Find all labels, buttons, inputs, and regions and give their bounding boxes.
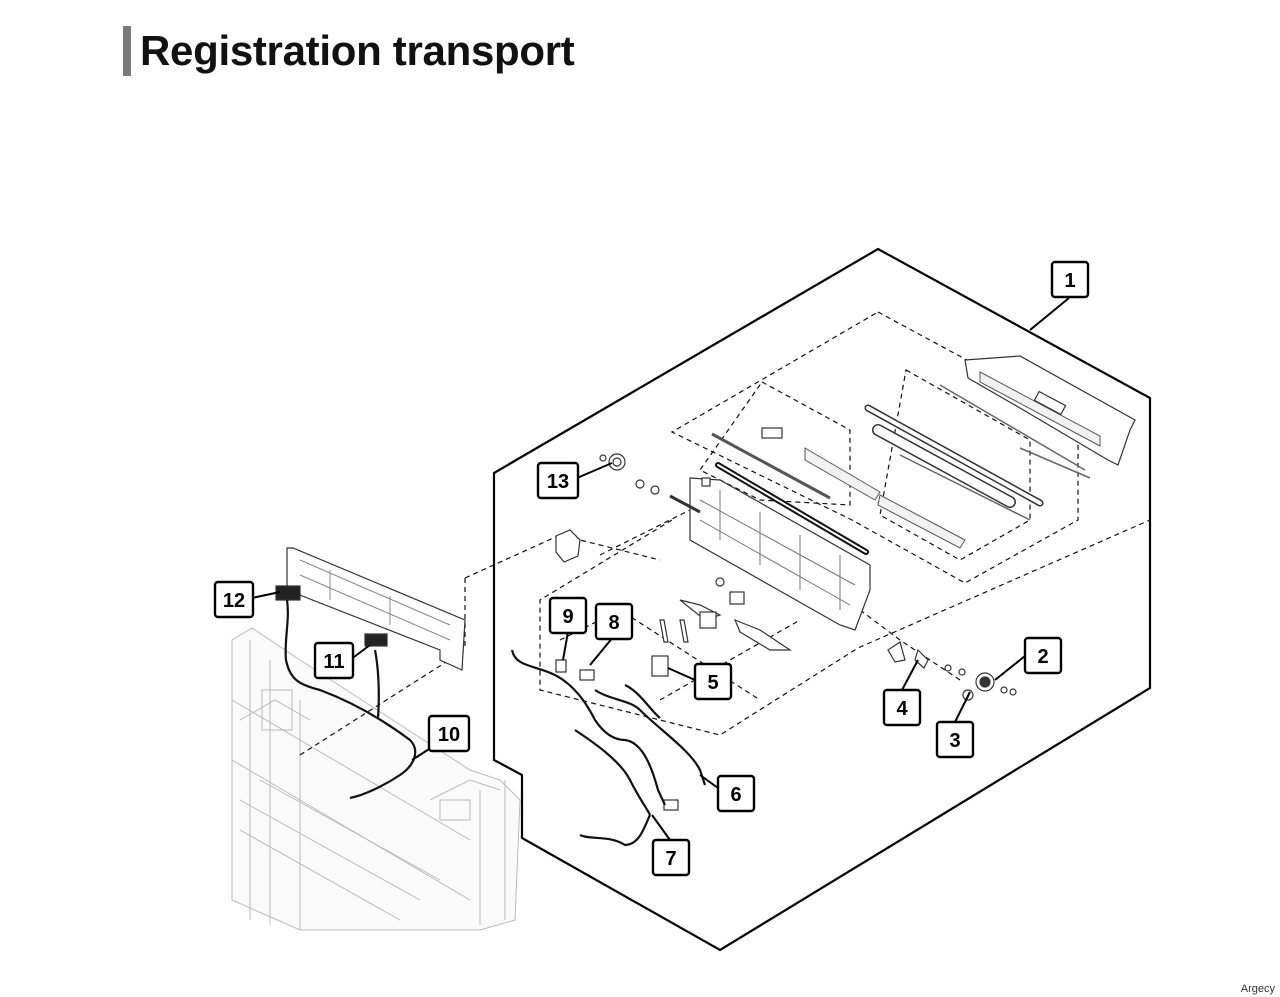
roller-shafts	[711, 384, 1091, 549]
callout-4: 4	[882, 688, 922, 727]
transport-frame	[669, 462, 871, 631]
svg-text:7: 7	[665, 848, 676, 870]
svg-text:2: 2	[1037, 646, 1048, 668]
callout-3: 3	[935, 720, 975, 759]
callout-10: 10	[427, 714, 471, 753]
svg-text:3: 3	[949, 730, 960, 752]
svg-text:4: 4	[896, 698, 908, 720]
callout-13: 13	[536, 461, 580, 500]
leader-lines	[251, 297, 1070, 841]
callout-2: 2	[1023, 636, 1063, 675]
watermark-text: Argecy	[1240, 983, 1275, 995]
svg-text:12: 12	[223, 590, 245, 612]
upper-frame-part	[964, 355, 1136, 466]
svg-text:10: 10	[438, 724, 460, 746]
callout-8: 8	[594, 602, 634, 641]
assembly-outline	[492, 247, 1152, 952]
callout-5: 5	[693, 662, 733, 701]
page-title: Registration transport	[140, 27, 575, 74]
svg-text:6: 6	[730, 784, 741, 806]
left-side-parts	[275, 547, 466, 800]
callout-11: 11	[313, 641, 355, 680]
callout-6: 6	[716, 774, 756, 813]
small-parts	[555, 453, 1017, 811]
svg-text:9: 9	[562, 606, 573, 628]
title-accent-bar	[123, 26, 131, 76]
callout-7: 7	[651, 838, 691, 877]
callout-9: 9	[548, 596, 588, 635]
callout-12: 12	[213, 580, 255, 619]
wire-harnesses	[510, 649, 707, 847]
svg-text:5: 5	[707, 672, 718, 694]
svg-text:13: 13	[547, 471, 569, 493]
svg-text:11: 11	[323, 651, 344, 673]
printer-frame-illustration	[231, 627, 521, 931]
svg-text:1: 1	[1064, 270, 1075, 292]
callout-1: 1	[1050, 260, 1090, 299]
svg-text:8: 8	[608, 612, 619, 634]
